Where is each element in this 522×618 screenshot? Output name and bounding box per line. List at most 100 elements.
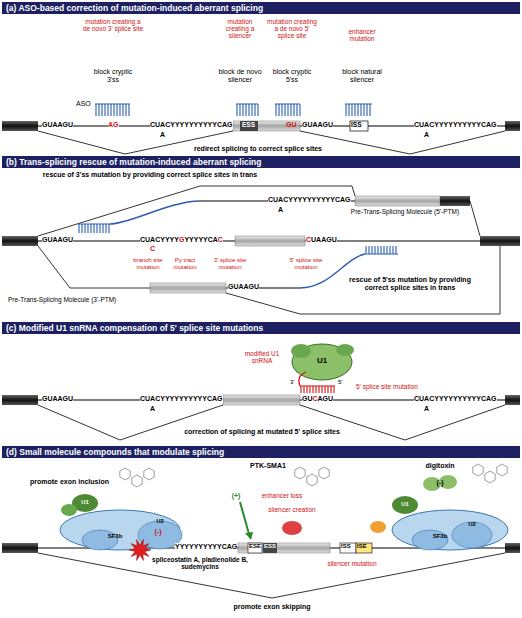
sequence-text: YYYYYYYYYY	[434, 121, 481, 129]
sequence-text: GUAAGU	[302, 121, 333, 129]
aso-comb	[275, 104, 300, 116]
sequence-text: GUAAGU	[42, 236, 73, 244]
sequence-text: GUAAGU	[42, 121, 73, 129]
aso-comb	[78, 224, 110, 233]
exon	[440, 196, 470, 206]
sequence-text: YYYYYYYYYY	[170, 121, 217, 129]
chemical-ring	[319, 467, 329, 479]
sequence-text: YYYYYYYYYY	[175, 543, 222, 551]
sequence-text: GUAAGU	[42, 395, 73, 403]
annotation-label: enhancer mutation	[338, 28, 386, 42]
panel-header: (d) Small molecule compounds that modula…	[2, 446, 520, 458]
annotation-label: block natural silencer	[337, 68, 387, 83]
annotation-label: spliceostatin A, pladienolide B, sudemyc…	[150, 556, 250, 570]
annotation-label: U1	[81, 499, 89, 506]
annotation-label: silencer mutation	[327, 560, 376, 567]
sequence-text: CUAC	[140, 236, 160, 244]
sequence-text: YYYYYYYYYY	[288, 196, 335, 204]
sequence-text: YYYY	[160, 236, 179, 244]
annotation-label: block cryptic 3'ss	[88, 68, 138, 83]
exon	[505, 543, 520, 553]
panel-header: (c) Modified U1 snRNA compensation of 5'…	[2, 322, 520, 334]
sequence-text: CAG	[222, 543, 238, 551]
sequence-text: CUAC	[268, 196, 288, 204]
splice-line	[38, 405, 505, 440]
annotation-label: ISS	[341, 543, 351, 550]
sequence-text: CAG	[217, 121, 233, 129]
annotation-label: enhancer loss	[262, 492, 302, 499]
u1-snrnp	[392, 496, 418, 514]
panel-header: (b) Trans-splicing rescue of mutation-in…	[2, 156, 520, 168]
annotation-label: ESS	[242, 121, 255, 128]
splice-line	[38, 553, 505, 598]
annotation-label: mutation creating a silencer	[218, 18, 262, 39]
chemical-ring	[473, 464, 483, 476]
annotation-label: mutation creating a de novo 3' splice si…	[82, 18, 144, 32]
annotation-label: A	[424, 131, 429, 139]
iss-box	[340, 543, 356, 553]
sequence-text: CUAC	[140, 395, 160, 403]
sequence-text: UAAGU	[311, 236, 337, 244]
sequence-text: YYYYYYYYYY	[434, 395, 481, 403]
header-text: (a) ASO-based correction of mutation-ind…	[6, 3, 516, 13]
sequence-text: C	[218, 236, 223, 244]
iss-box	[350, 121, 368, 131]
annotation-label: Py tract mutation	[167, 257, 203, 270]
snrna	[299, 372, 306, 386]
exon	[355, 196, 440, 206]
chemical-ring	[132, 475, 142, 487]
annotation-label: modified U1 snRNA	[242, 350, 282, 364]
chemical-ring	[144, 468, 154, 480]
annotation-label: (-)	[437, 479, 444, 487]
sequence-text: CA	[208, 236, 218, 244]
aso-comb	[95, 104, 130, 116]
annotation-label: mutation creating a de novo 5' splice si…	[266, 18, 318, 39]
arrow-head	[245, 532, 253, 540]
sequence-text: CUAC	[414, 395, 434, 403]
aso-comb	[365, 246, 398, 254]
ess-box	[263, 543, 277, 553]
annotation-label: ESS	[264, 543, 276, 550]
silencer-protein	[282, 521, 302, 535]
sequence-text: GU	[302, 395, 313, 403]
chemical-ring	[497, 464, 507, 476]
annotation-label: redirect splicing to correct splice site…	[194, 145, 322, 153]
annotation-label: branch site mutation	[130, 257, 166, 270]
splice-line	[38, 131, 505, 154]
annotation-label: 5' splice site mutation	[286, 257, 326, 270]
u1-protein	[336, 344, 354, 356]
annotation-label: U2	[468, 521, 476, 528]
activation-arrow	[240, 502, 249, 534]
exon	[223, 395, 300, 405]
chemical-ring	[307, 474, 317, 486]
annotation-label: block cryptic 5'ss	[270, 68, 314, 83]
exon	[235, 236, 305, 246]
annotation-label: A	[278, 206, 283, 214]
spliceosome	[392, 510, 508, 550]
annotation-label: Pre-Trans-Splicing Molecule (3'-PTM)	[8, 296, 116, 303]
sequence-text: CAG	[207, 395, 223, 403]
annotation-label: (+)	[232, 492, 241, 500]
panel-header: (a) ASO-based correction of mutation-ind…	[2, 2, 520, 14]
exon	[2, 121, 38, 131]
annotation-label: 3'	[290, 379, 294, 386]
sequence-text: CAG	[481, 395, 497, 403]
annotation-label: A	[150, 405, 155, 413]
exon	[233, 121, 300, 131]
annotation-label: U2	[156, 518, 164, 525]
annotation-label: ESE	[249, 543, 261, 550]
exon	[2, 543, 38, 553]
sequence-text: YYYYYYYYYY	[160, 395, 207, 403]
annotation-label: GU	[286, 121, 297, 129]
annotation-label: 3' splice site mutation	[210, 257, 250, 270]
annotation-label: ISE	[357, 543, 367, 550]
exon	[505, 395, 520, 405]
aso-comb	[236, 104, 258, 116]
sequence-text: CAG	[481, 121, 497, 129]
inhibition-burst	[129, 540, 151, 561]
u1-protein	[291, 344, 311, 358]
annotation-label: promote exon inclusion	[30, 478, 109, 486]
annotation-label: (-)	[155, 528, 162, 536]
chemical-ring	[295, 467, 305, 479]
